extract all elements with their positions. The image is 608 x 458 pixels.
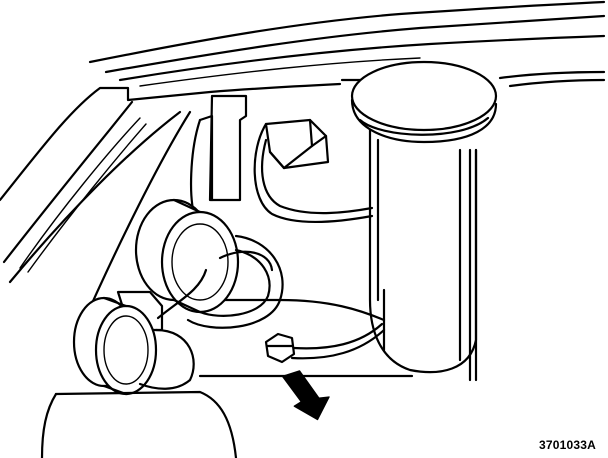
pointer-arrow — [281, 370, 330, 421]
horn-bracket — [190, 94, 248, 222]
wire-connector — [253, 118, 374, 223]
figure-reference-code: 3701033A — [539, 438, 596, 452]
coolant-reservoir — [350, 60, 498, 374]
hood-lines — [88, 0, 606, 87]
mounting-bolt — [264, 322, 386, 364]
upper-horn — [134, 198, 284, 329]
fender-outline — [0, 82, 342, 332]
lower-horn — [72, 268, 208, 396]
lower-panel — [40, 390, 238, 458]
